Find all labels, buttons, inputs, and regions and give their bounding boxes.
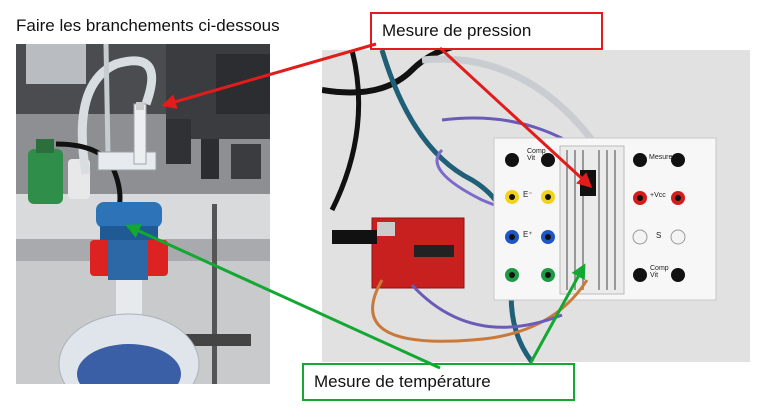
breadboard-photo: Comp Vit E⁻ E⁺ Mesure +Vcc S Comp Vit (322, 50, 750, 362)
instruction-text: Faire les branchements ci-dessous (16, 16, 280, 35)
label-s: S (656, 231, 662, 240)
pressure-callout-label: Mesure de pression (382, 21, 532, 40)
temperature-callout-label: Mesure de température (314, 372, 491, 391)
temperature-callout: Mesure de température (302, 363, 575, 401)
pressure-callout: Mesure de pression (370, 12, 603, 50)
label-bottom-right: Comp Vit (650, 265, 669, 279)
label-vcc: +Vcc (650, 192, 666, 199)
label-top-left: Comp Vit (527, 148, 546, 162)
apparatus-photo (16, 44, 270, 384)
label-e-plus: E⁺ (523, 230, 533, 239)
label-mesure: Mesure (649, 154, 673, 161)
label-e-minus: E⁻ (523, 190, 533, 199)
